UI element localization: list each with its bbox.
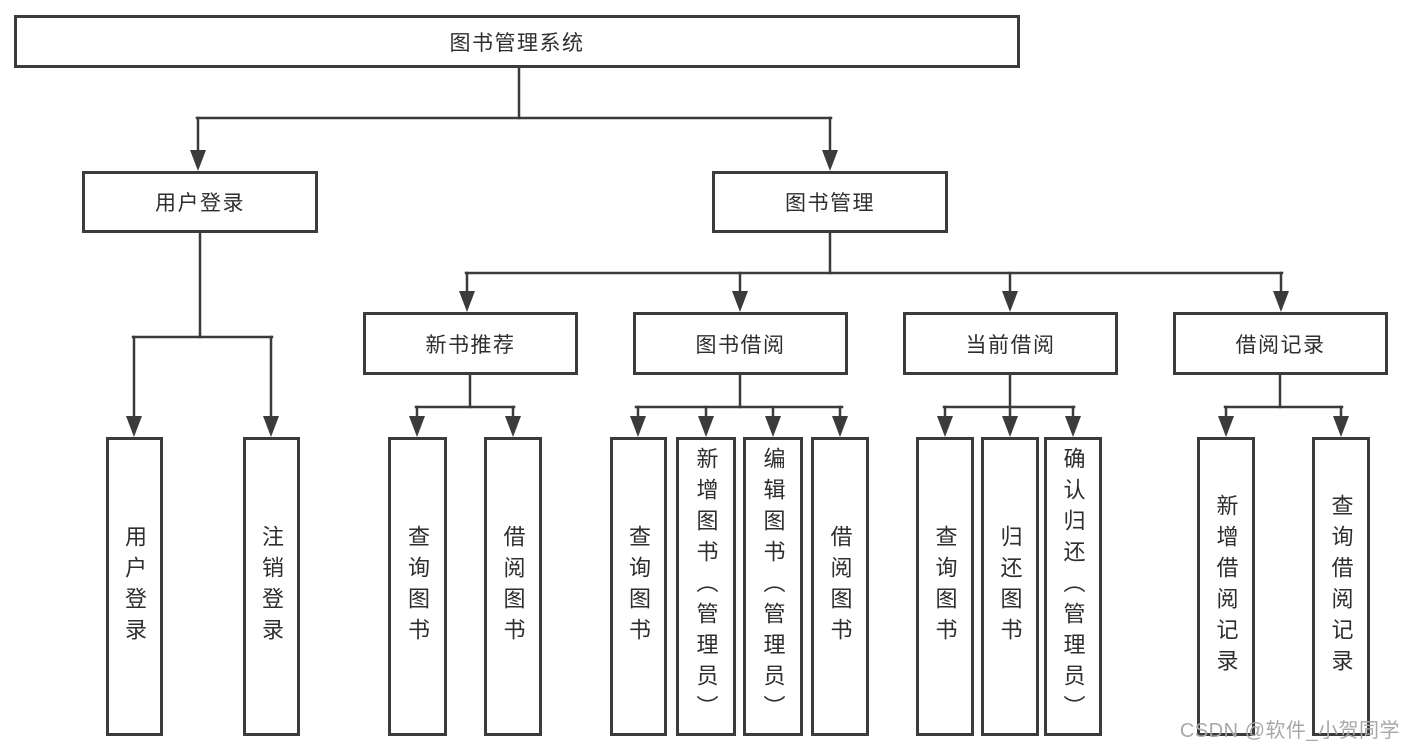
leaf-query-books-current: 查询图书: [916, 437, 974, 736]
leaf-query-borrow-record: 查询借阅记录: [1312, 437, 1370, 736]
arrowhead-down-icon: [409, 416, 425, 437]
arrowhead-down-icon: [505, 416, 521, 437]
arrowhead-down-icon: [1333, 416, 1349, 437]
arrowhead-down-icon: [765, 416, 781, 437]
leaf-return-book: 归还图书: [981, 437, 1039, 736]
arrowhead-down-icon: [822, 150, 838, 171]
node-label: 图书管理: [785, 192, 875, 215]
leaf-user-login: 用户登录: [106, 437, 163, 736]
node-label: 新增借阅记录: [1213, 493, 1239, 680]
arrowhead-down-icon: [126, 416, 142, 437]
arrowhead-down-icon: [832, 416, 848, 437]
arrowhead-down-icon: [263, 416, 279, 437]
leaf-add-book-admin: 新增图书（管理员）: [676, 437, 736, 736]
arrowhead-down-icon: [1065, 416, 1081, 437]
node-label: 借阅图书: [500, 524, 526, 649]
watermark: CSDN @软件_小贺同学: [1179, 720, 1400, 742]
arrowhead-down-icon: [698, 416, 714, 437]
node-label: 注销登录: [259, 524, 285, 649]
node-new-book-recommendation: 新书推荐: [363, 312, 578, 375]
arrowhead-down-icon: [1002, 291, 1018, 312]
arrowhead-down-icon: [1218, 416, 1234, 437]
leaf-borrow-books: 借阅图书: [811, 437, 869, 736]
arrowhead-down-icon: [459, 291, 475, 312]
node-book-management-system: 图书管理系统: [14, 15, 1020, 68]
node-label: 查询图书: [405, 524, 431, 649]
node-user-login: 用户登录: [82, 171, 318, 233]
arrowhead-down-icon: [1273, 291, 1289, 312]
node-label: 确认归还（管理员）: [1060, 447, 1086, 726]
node-label: 编辑图书（管理员）: [760, 447, 786, 726]
node-label: 查询图书: [626, 524, 652, 649]
arrowhead-down-icon: [190, 150, 206, 171]
node-book-borrowing: 图书借阅: [633, 312, 848, 375]
node-label: 图书借阅: [695, 333, 786, 357]
leaf-query-books-borrow: 查询图书: [610, 437, 667, 736]
node-label: 借阅图书: [827, 524, 853, 649]
leaf-query-books-recommend: 查询图书: [388, 437, 447, 736]
node-label: 新书推荐: [425, 333, 516, 357]
leaf-borrow-books-recommend: 借阅图书: [484, 437, 542, 736]
arrowhead-down-icon: [1002, 416, 1018, 437]
leaf-confirm-return-admin: 确认归还（管理员）: [1044, 437, 1102, 736]
node-label: 归还图书: [997, 524, 1023, 649]
node-label: 查询借阅记录: [1328, 493, 1354, 680]
arrowhead-down-icon: [630, 416, 646, 437]
node-label: 借阅记录: [1235, 333, 1326, 357]
leaf-edit-book-admin: 编辑图书（管理员）: [743, 437, 803, 736]
node-label: 图书管理系统: [449, 31, 585, 55]
node-borrowing-records: 借阅记录: [1173, 312, 1388, 375]
leaf-add-borrow-record: 新增借阅记录: [1197, 437, 1255, 736]
arrowhead-down-icon: [732, 291, 748, 312]
node-current-borrowing: 当前借阅: [903, 312, 1118, 375]
node-label: 查询图书: [932, 524, 958, 649]
node-label: 用户登录: [155, 192, 245, 215]
node-label: 当前借阅: [965, 333, 1056, 357]
node-label: 用户登录: [122, 524, 148, 649]
arrowhead-down-icon: [937, 416, 953, 437]
leaf-logout: 注销登录: [243, 437, 300, 736]
node-book-management: 图书管理: [712, 171, 948, 233]
node-label: 新增图书（管理员）: [693, 447, 719, 726]
